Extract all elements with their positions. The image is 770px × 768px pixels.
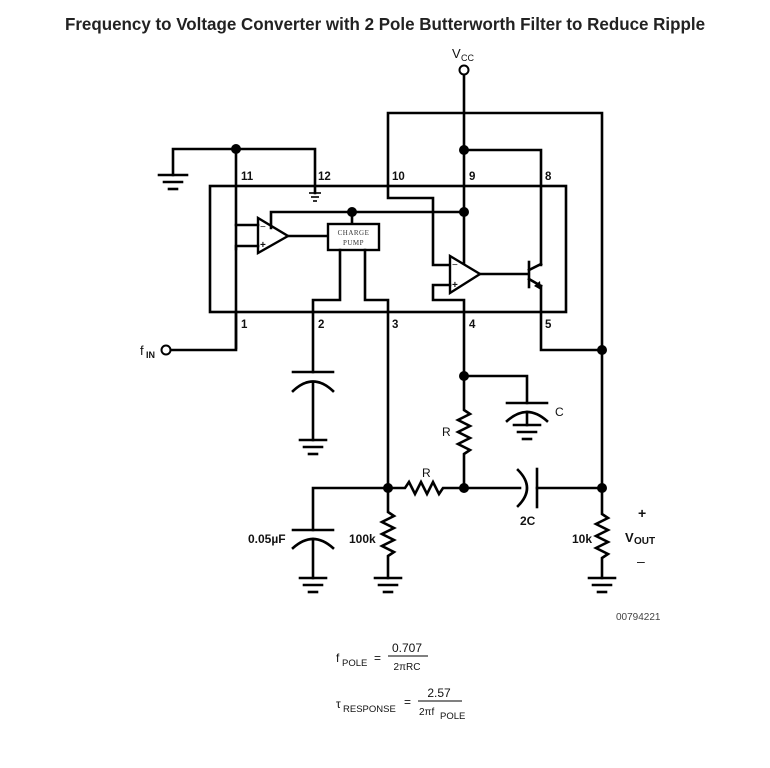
- diagram-title: Frequency to Voltage Converter with 2 Po…: [64, 14, 706, 34]
- junction-dot: [231, 144, 241, 154]
- figure-id: 00794221: [616, 612, 661, 623]
- pin-5-label: 5: [545, 319, 552, 331]
- charge-pump-pin3-wire: [363, 248, 390, 314]
- opamp-plus-pin4-wire: [431, 283, 466, 378]
- vout-label: V: [625, 530, 634, 545]
- vout-minus: –: [637, 553, 645, 569]
- vcc-subscript: CC: [461, 53, 474, 63]
- output-stage: − +: [386, 111, 607, 378]
- cap-005-label: 0.05µF: [248, 532, 286, 546]
- reference-bus-wire: [269, 210, 466, 230]
- tau-denominator-sub: POLE: [440, 711, 465, 722]
- vout-plus: +: [638, 505, 646, 521]
- pin-5-wire: [539, 284, 604, 352]
- pin-4-label: 4: [469, 319, 476, 331]
- fpole-numerator: 0.707: [392, 641, 422, 655]
- fpole-denominator: 2πRC: [394, 662, 421, 673]
- r-vertical-label: R: [442, 425, 451, 439]
- opamp-minus: −: [452, 260, 458, 271]
- pin-12-label: 12: [318, 171, 331, 183]
- resistor-r-vertical-icon: [455, 374, 473, 490]
- cap-005-wire: [311, 486, 390, 532]
- comparator-plus: +: [260, 240, 266, 251]
- junction-dot: [459, 207, 469, 217]
- opamp-minus-wire: [386, 184, 452, 267]
- comparator-minus: −: [260, 222, 266, 233]
- tau-denominator: 2πf: [419, 707, 434, 718]
- transistor-emitter-arrow-icon: [534, 281, 541, 290]
- fpole-lhs: f: [336, 651, 340, 665]
- pin-10-feedback-wire: [386, 111, 604, 352]
- pin11-12-ground-net: [157, 144, 321, 251]
- tau-equals: =: [404, 695, 411, 709]
- pin-1-wire: [234, 244, 260, 350]
- transistor-collector-icon: [527, 262, 543, 272]
- filter-network: C R 2C 10k: [442, 348, 617, 594]
- fin-label: f: [140, 343, 144, 358]
- charge-pump-label-line1: CHARGE: [338, 229, 370, 237]
- c-label: C: [555, 405, 564, 419]
- vcc-label: V: [452, 46, 461, 61]
- tau-lhs: τ: [336, 697, 341, 711]
- c-2c-label: 2C: [520, 514, 536, 528]
- pin3-network: 0.05µF 100k R: [248, 310, 466, 594]
- resistor-r-horizontal-icon: [386, 479, 466, 497]
- fin-input: f IN: [140, 310, 238, 360]
- opamp-plus: +: [452, 280, 458, 291]
- equation-tau: τ RESPONSE = 2.57 2πf POLE: [336, 686, 465, 722]
- pin-8-wire: [462, 148, 543, 267]
- charge-pump-box: [326, 222, 381, 252]
- r-100k-label: 100k: [349, 532, 376, 546]
- charge-pump-label-line2: PUMP: [343, 239, 364, 247]
- resistor-100k-icon: [379, 486, 397, 580]
- pin-9-label: 9: [469, 171, 475, 183]
- pin2-capacitor: [291, 310, 335, 456]
- pin-3-label: 3: [392, 319, 398, 331]
- vcc-terminal-circle: [458, 64, 470, 76]
- pin-1-label: 1: [241, 319, 248, 331]
- pin-8-label: 8: [545, 171, 552, 183]
- fin-subscript: IN: [146, 350, 155, 360]
- vout-labels: + V OUT –: [625, 505, 655, 569]
- tau-lhs-sub: RESPONSE: [343, 704, 396, 715]
- ground-wire-top: [171, 147, 317, 195]
- cap-c-wire: [462, 374, 529, 405]
- charge-pump-pin2-wire: [311, 248, 342, 314]
- fpole-lhs-sub: POLE: [342, 658, 367, 669]
- vout-subscript: OUT: [634, 536, 655, 547]
- comparator-triangle-icon: [256, 215, 291, 256]
- input-comparator: − +: [234, 207, 466, 350]
- charge-pump: CHARGE PUMP: [311, 222, 390, 314]
- resistor-10k-icon: [593, 486, 611, 580]
- equation-fpole: f POLE = 0.707 2πRC: [336, 641, 428, 673]
- pin-10-label: 10: [392, 171, 405, 183]
- fin-terminal-circle[interactable]: [160, 344, 172, 356]
- tau-numerator: 2.57: [427, 686, 451, 700]
- fpole-equals: =: [374, 651, 381, 665]
- fin-wire: [169, 310, 238, 352]
- pin-11-label: 11: [241, 171, 254, 183]
- opamp-triangle-icon: [448, 253, 483, 296]
- pin-labels: 11 12 10 9 8 1 2 3 4 5: [241, 171, 552, 331]
- r-horizontal-label: R: [422, 466, 431, 480]
- capacitor-curved-plate: [516, 468, 529, 508]
- pin-2-label: 2: [318, 319, 324, 331]
- vcc-terminal: V CC: [452, 46, 474, 152]
- r-10k-label: 10k: [572, 532, 592, 546]
